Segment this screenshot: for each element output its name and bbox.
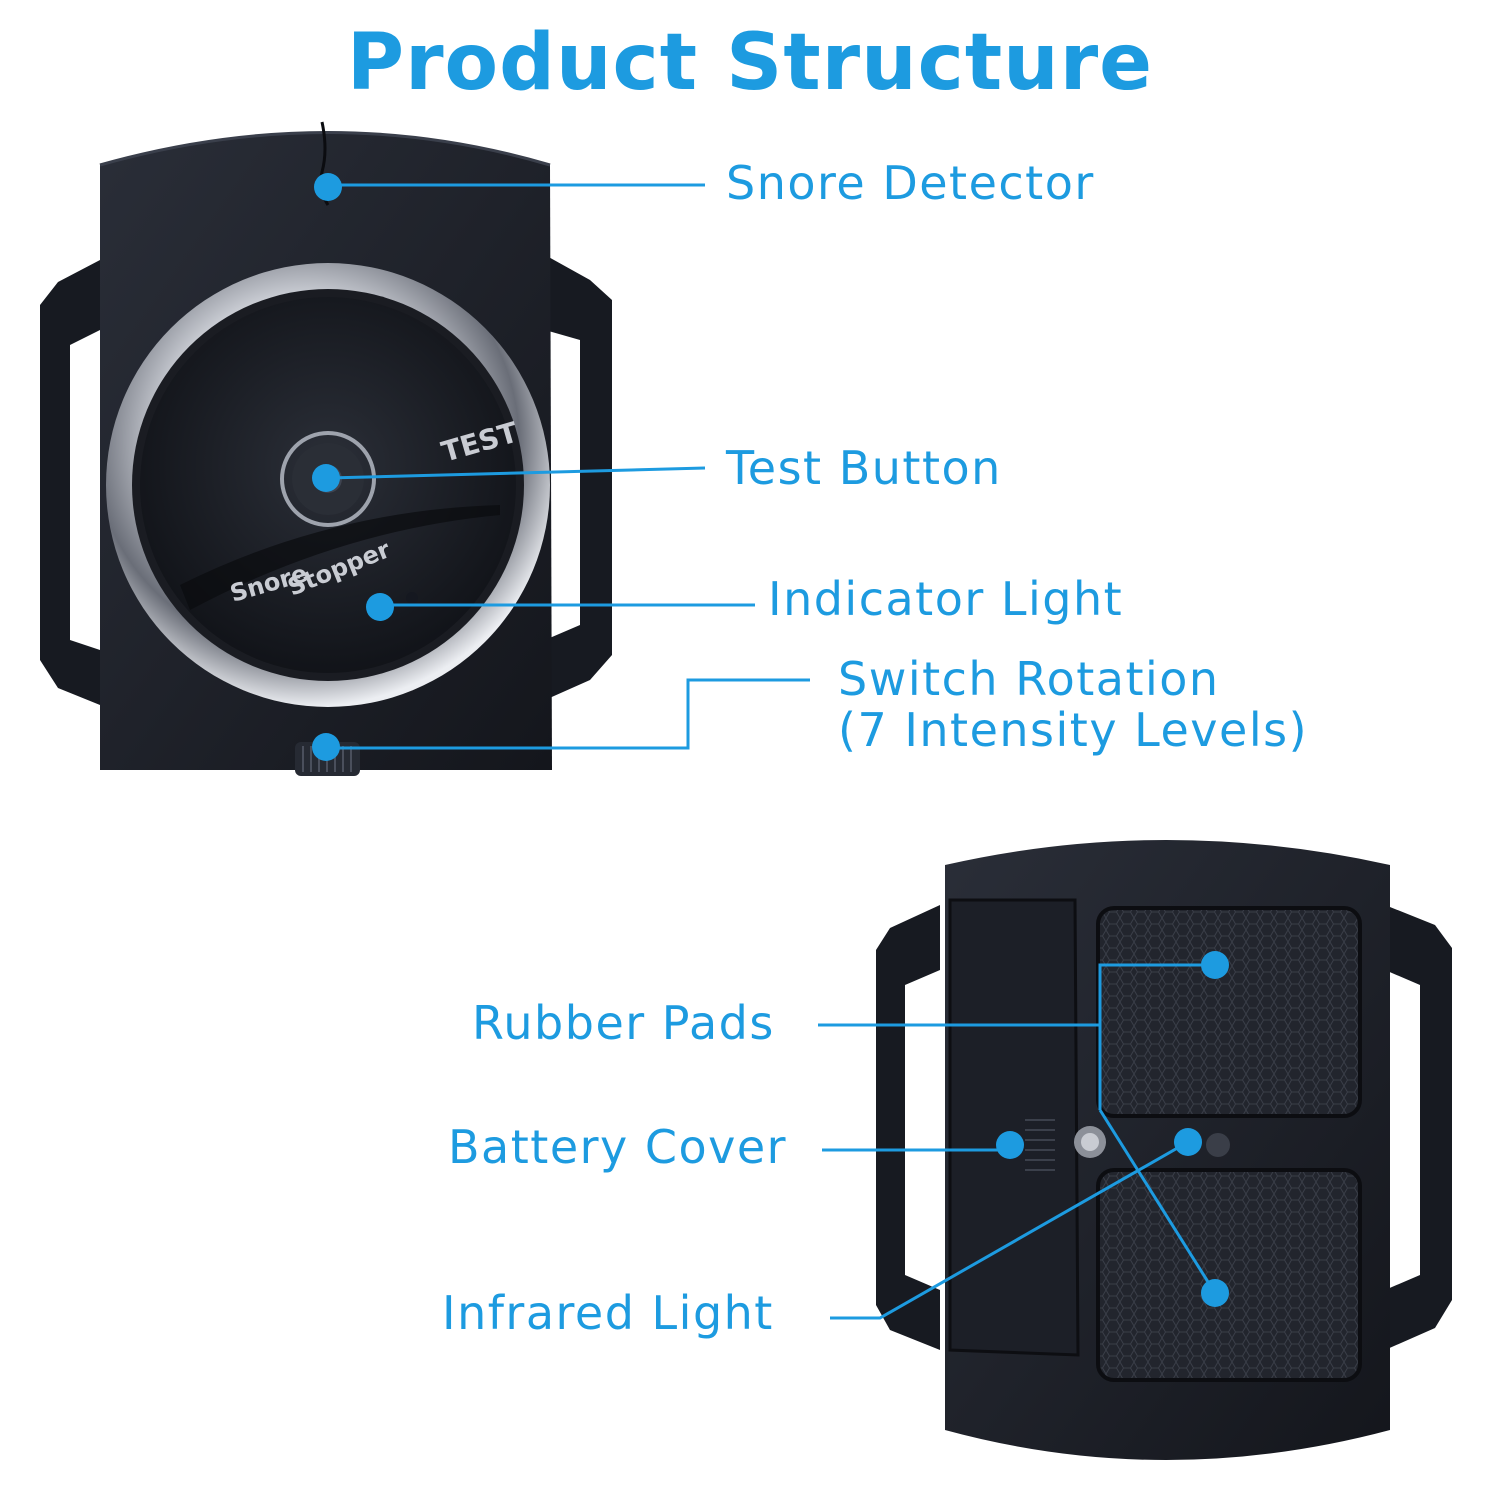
label-battery-cover: Battery Cover (448, 1120, 788, 1174)
infrared-light-lens (1206, 1133, 1230, 1157)
label-snore-detector: Snore Detector (726, 156, 1095, 210)
front-strap-right (545, 255, 612, 700)
dot-snore-detector (314, 173, 342, 201)
back-device (876, 840, 1452, 1460)
label-indicator-light: Indicator Light (768, 572, 1124, 626)
dot-rubber-pad-top (1201, 951, 1229, 979)
battery-cover-panel (948, 898, 1080, 1357)
front-strap-left (40, 260, 100, 705)
dot-rubber-pad-bottom (1201, 1279, 1229, 1307)
battery-cover-grip (1025, 1119, 1055, 1171)
callout-lines (327, 183, 1217, 1320)
indicator-light-lens (406, 592, 418, 604)
label-infrared-light: Infrared Light (442, 1286, 774, 1340)
label-switch-rotation-line2: (7 Intensity Levels) (838, 702, 1309, 757)
label-switch-rotation: Switch Rotation (7 Intensity Levels) (838, 654, 1308, 755)
rubber-pad-top (1096, 906, 1362, 1118)
dot-indicator-light (366, 593, 394, 621)
back-strap-left (876, 905, 940, 1350)
back-strap-right (1385, 905, 1452, 1350)
label-test-button: Test Button (726, 441, 1002, 495)
rubber-pad-bottom (1096, 1168, 1362, 1382)
dot-infrared-light (1174, 1128, 1202, 1156)
label-switch-rotation-line1: Switch Rotation (838, 652, 1220, 706)
callout-dots (312, 173, 1229, 1307)
dot-test-button (312, 464, 340, 492)
page-title: Product Structure (346, 18, 1154, 108)
front-device: TEST Snore Stopper (40, 121, 612, 776)
dot-switch-rotation (312, 733, 340, 761)
dot-battery-cover (996, 1131, 1024, 1159)
label-rubber-pads: Rubber Pads (472, 996, 775, 1050)
test-button-ring (280, 431, 376, 527)
